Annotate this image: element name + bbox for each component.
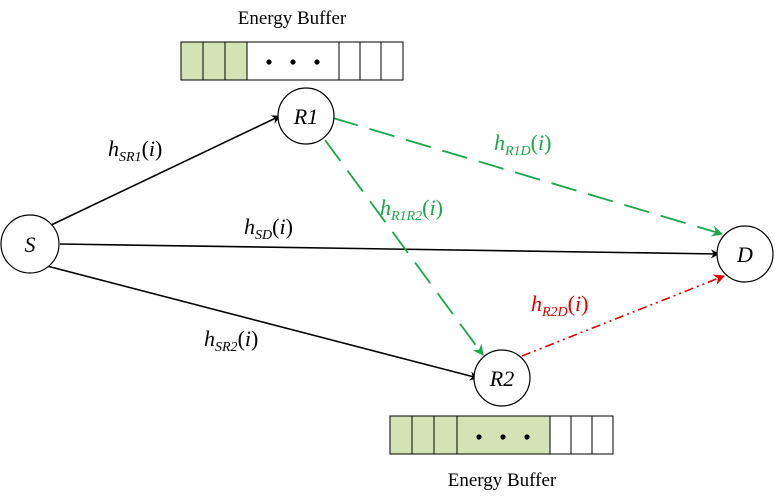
top-buffer-cell-empty-2 bbox=[359, 41, 382, 81]
top-buffer-cell-filled-3 bbox=[224, 41, 248, 81]
top-buffer-dot-3 bbox=[314, 59, 320, 65]
label-sd: hSD(i) bbox=[244, 214, 293, 243]
bottom-buffer-dot-2 bbox=[500, 434, 506, 440]
label-r1d: hR1D(i) bbox=[494, 130, 551, 159]
label-r1r2: hR1R2(i) bbox=[380, 195, 443, 224]
bottom-buffer-cell-filled-3 bbox=[433, 415, 458, 455]
bottom-energy-buffer bbox=[389, 415, 614, 455]
top-buffer-cell-filled-1 bbox=[180, 41, 204, 81]
node-s: S bbox=[0, 214, 60, 274]
link-s-r1 bbox=[46, 115, 281, 228]
bottom-buffer-title: Energy Buffer bbox=[448, 470, 557, 491]
bottom-buffer-cell-empty-1 bbox=[549, 415, 572, 455]
top-buffer-title: Energy Buffer bbox=[238, 8, 347, 29]
node-r2-label: R2 bbox=[489, 366, 514, 391]
bottom-buffer-dot-3 bbox=[524, 434, 530, 440]
node-d-label: D bbox=[736, 242, 753, 267]
node-r1-label: R1 bbox=[293, 104, 318, 129]
bottom-buffer-cell-filled-2 bbox=[411, 415, 435, 455]
node-r2: R2 bbox=[473, 349, 531, 407]
link-s-d bbox=[59, 243, 720, 259]
label-sr2: hSR2(i) bbox=[204, 326, 258, 355]
node-s-label: S bbox=[25, 232, 36, 257]
node-d: D bbox=[716, 225, 774, 283]
top-buffer-dot-1 bbox=[266, 59, 272, 65]
link-s-r2 bbox=[46, 265, 479, 381]
bottom-buffer-dot-1 bbox=[476, 434, 482, 440]
top-buffer-cell-empty-1 bbox=[338, 41, 361, 81]
label-sr1: hSR1(i) bbox=[108, 136, 162, 165]
top-buffer-cell-empty-3 bbox=[380, 41, 404, 81]
link-r2-d bbox=[521, 274, 726, 357]
node-r1: R1 bbox=[277, 87, 335, 145]
bottom-buffer-cell-empty-2 bbox=[570, 415, 593, 455]
top-buffer-dot-2 bbox=[290, 59, 296, 65]
label-r2d: hR2D(i) bbox=[531, 291, 588, 320]
bottom-buffer-cell-empty-3 bbox=[591, 415, 614, 455]
link-r1-d bbox=[332, 117, 724, 237]
link-r1-r2 bbox=[324, 139, 484, 356]
top-buffer-cell-filled-2 bbox=[202, 41, 226, 81]
bottom-buffer-cell-filled-1 bbox=[389, 415, 413, 455]
top-energy-buffer bbox=[180, 41, 404, 81]
